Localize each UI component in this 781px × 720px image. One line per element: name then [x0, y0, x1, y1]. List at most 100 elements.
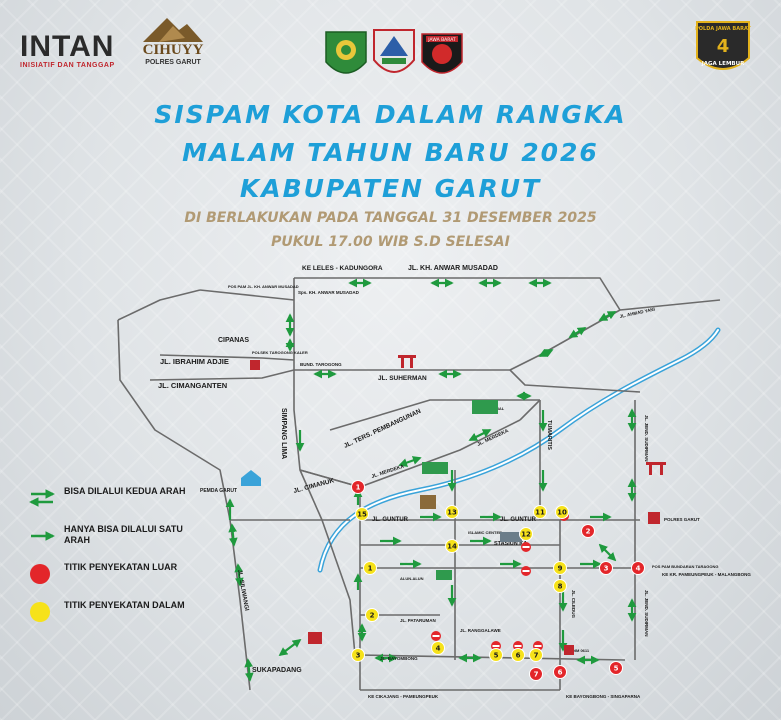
emblems: JAWA BARAT [325, 29, 463, 74]
checkpoint-number: 14 [447, 543, 457, 551]
station-icon [500, 532, 522, 542]
label-pemda: PEMDA GARUT [200, 488, 237, 494]
checkpoint-number: 2 [586, 528, 591, 536]
cihuyy-logo: CIHUYY POLRES GARUT [137, 14, 209, 78]
inner-checkpoint: 8 [553, 579, 567, 593]
jaga-lembur-badge: POLDA JAWA BARAT 4 JAGA LEMBUR [693, 18, 753, 76]
label-merdeka-2: JL. MERDEKA [476, 428, 510, 448]
inner-point-icon [30, 602, 50, 622]
label-ke-cikajang: KE CIKAJANG - PAMEUNGPEUK [368, 694, 439, 699]
inner-checkpoint: 11 [533, 505, 547, 519]
alun-alun-icon [436, 570, 452, 580]
checkpoint-marker [581, 524, 595, 538]
label-pos-pam-2: POS PAM BUNDARAN TARAGONG [652, 564, 719, 569]
checkpoint-marker [445, 505, 459, 519]
checkpoint-marker [553, 579, 567, 593]
legend-two-way: BISA DILALUI KEDUA ARAH [28, 486, 198, 514]
garut-emblem-icon [373, 29, 415, 73]
checkpoint-number: 11 [535, 509, 545, 517]
label-suherman: JL. SUHERMAN [378, 375, 427, 382]
inner-checkpoint: 1 [363, 561, 377, 575]
checkpoint-marker [529, 667, 543, 681]
label-alun: ALUN-ALUN [400, 576, 424, 581]
label-islamic: ISLAMIC CENTER [468, 530, 502, 535]
polres-icon [648, 512, 660, 524]
inner-checkpoint: 3 [351, 648, 365, 662]
inner-checkpoint: 2 [365, 608, 379, 622]
checkpoint-number: 3 [604, 565, 609, 573]
checkpoint-number: 7 [534, 671, 539, 679]
checkpoint-number: 5 [614, 665, 619, 673]
legend-inner: TITIK PENYEKATAN DALAM [28, 600, 198, 628]
outer-checkpoint: 3 [599, 561, 613, 575]
checkpoint-number: 5 [494, 652, 499, 660]
legend-one-way-label: HANYA BISA DILALUI SATU ARAH [64, 524, 183, 545]
checkpoint-marker [445, 539, 459, 553]
checkpoint-number: 2 [370, 612, 375, 620]
inner-checkpoint: 15 [355, 507, 369, 521]
inner-checkpoint: 9 [553, 561, 567, 575]
checkpoint-number: 13 [447, 509, 457, 517]
checkpoint-number: 9 [558, 565, 563, 573]
label-pos-pam: POS PAM JL. KH. ANWAR MUSADAD [228, 284, 299, 289]
two-way-arrow-icon [29, 489, 55, 507]
checkpoint-marker [599, 561, 613, 575]
no-entry-icon [431, 631, 441, 641]
label-guntur-2: JL. GUNTUR [500, 517, 537, 523]
subtitle-line-1: DI BERLAKUKAN PADA TANGGAL 31 DESEMBER 2… [184, 210, 597, 226]
outer-point-icon [30, 564, 50, 584]
jaga-lembur-badge-icon: POLDA JAWA BARAT 4 JAGA LEMBUR [695, 21, 751, 70]
inner-checkpoint: 4 [431, 641, 445, 655]
kebon-icon [422, 462, 448, 474]
svg-text:4: 4 [717, 36, 730, 57]
label-polsek-tarogong: POLSEK TAROGONG KALER [252, 350, 308, 355]
label-simpang-lima: SIMPANG LIMA [280, 408, 287, 459]
two-way-arrows [228, 278, 637, 682]
label-kodim: KODIM 0611 [566, 648, 590, 653]
outer-checkpoint: 5 [609, 661, 623, 675]
inner-checkpoint: 12 [519, 527, 533, 541]
label-guntur: JL. GUNTUR [372, 517, 409, 523]
inner-checkpoint: 5 [489, 648, 503, 662]
checkpoint-marker [529, 648, 543, 662]
checkpoint-marker [553, 561, 567, 575]
checkpoint-number: 4 [636, 565, 641, 573]
checkpoint-marker [365, 608, 379, 622]
checkpoint-number: 1 [368, 565, 373, 573]
landmark-building-icon [420, 495, 436, 509]
intan-logo-text: INTAN [20, 30, 115, 63]
checkpoint-number: 6 [516, 652, 521, 660]
intan-logo: INTAN INISIATIF DAN TANGGAP [20, 32, 128, 74]
checkpoint-marker [533, 505, 547, 519]
no-entry-icon [521, 542, 531, 552]
gate-icon [398, 355, 416, 358]
police-post-icon [308, 632, 322, 644]
cihuyy-logo-tagline: POLRES GARUT [145, 59, 201, 66]
checkpoint-marker [351, 480, 365, 494]
checkpoint-marker [431, 641, 445, 655]
label-sukapadang: SUKAPADANG [252, 667, 302, 674]
siliwangi-emblem-icon [325, 31, 367, 74]
title-line-1: SISPAM KOTA DALAM RANGKA [154, 100, 627, 129]
outer-checkpoint: 7 [529, 667, 543, 681]
subtitle-line-2: PUKUL 17.00 WIB S.D SELESAI [271, 234, 510, 250]
legend-two-way-label: BISA DILALUI KEDUA ARAH [64, 486, 186, 496]
outer-checkpoint: 4 [631, 561, 645, 575]
checkpoint-number: 1 [356, 484, 361, 492]
label-ranggalawe: JL. RANGGALAWE [460, 628, 501, 633]
emblem-row: JAWA BARAT [322, 26, 466, 86]
label-bundaran: BUND. TAROGONG [300, 362, 342, 367]
label-tumaritis: TUMARITIS [546, 420, 552, 450]
checkpoint-number: 4 [436, 645, 441, 653]
outer-checkpoint: 1 [351, 480, 365, 494]
legend-outer-label: TITIK PENYEKATAN LUAR [64, 562, 178, 572]
checkpoint-number: 6 [558, 669, 563, 677]
inner-checkpoint: 14 [445, 539, 459, 553]
road-network [117, 277, 721, 691]
checkpoint-marker [553, 665, 567, 679]
label-cipanas: CIPANAS [218, 337, 249, 344]
legend-one-way: HANYA BISA DILALUI SATU ARAH [28, 524, 198, 552]
outer-checkpoint: 2 [581, 524, 595, 538]
checkpoint-number: 7 [534, 652, 539, 660]
